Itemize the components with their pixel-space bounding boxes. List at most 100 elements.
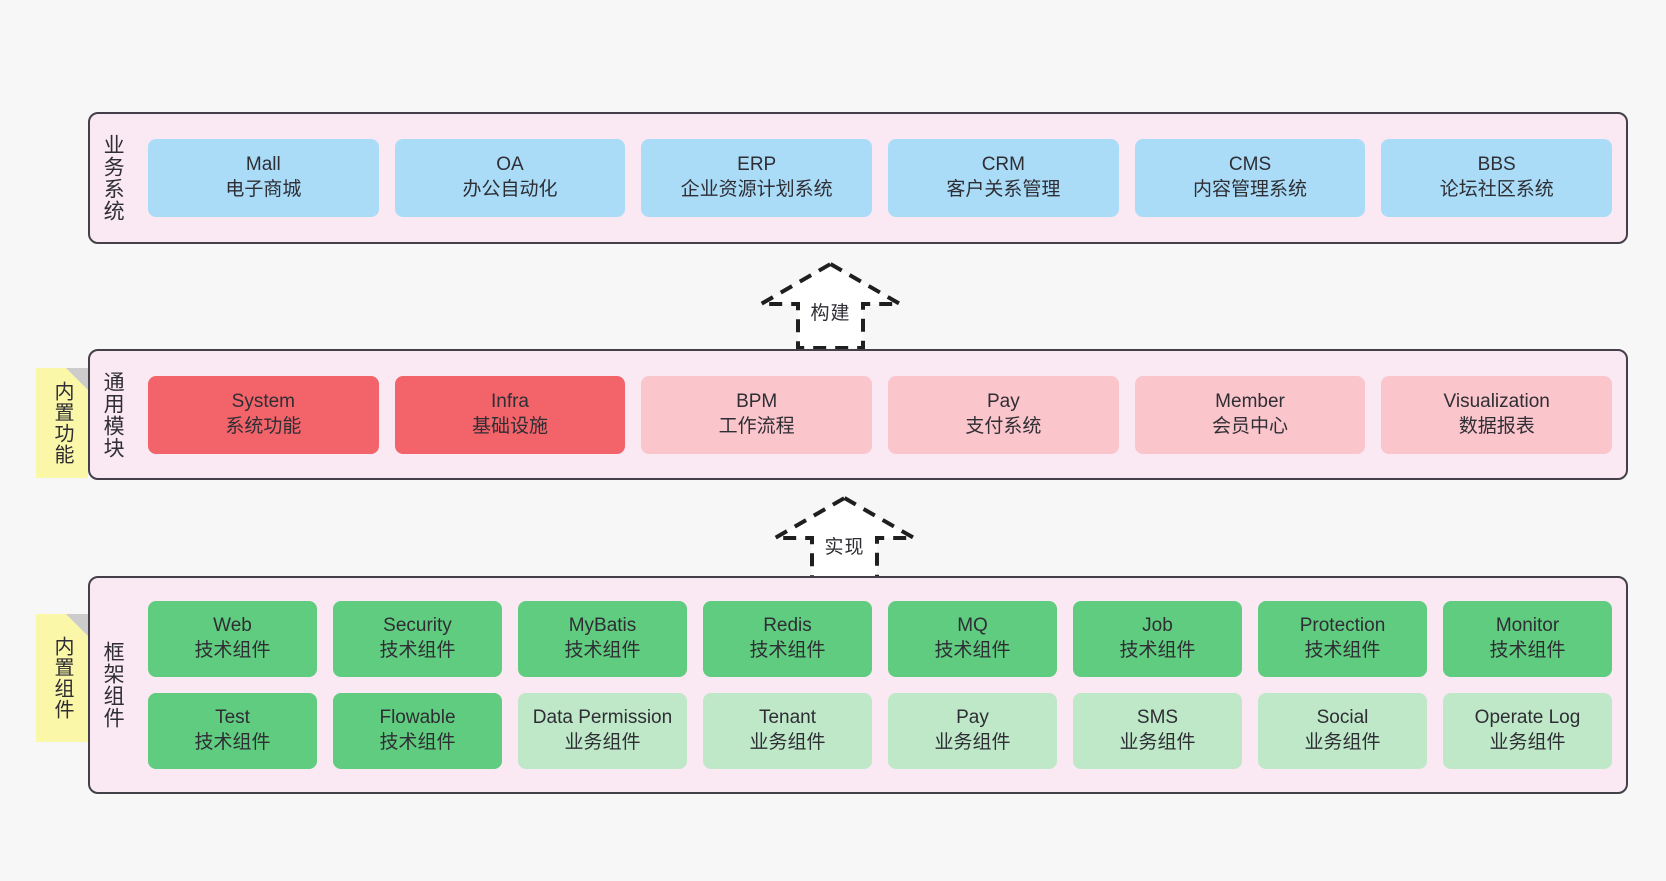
card-bbs[interactable]: BBS 论坛社区系统 (1381, 139, 1613, 217)
card-mall[interactable]: Mall 电子商城 (148, 139, 379, 217)
card-title-en: Test (215, 707, 250, 729)
layer-body-business-system: Mall 电子商城 OA 办公自动化 ERP 企业资源计划系统 CRM 客户关系管理 CMS 内容… (134, 114, 1626, 242)
card-mybatis[interactable]: MyBatis 技术组件 (518, 601, 687, 677)
card-title-en: Redis (763, 615, 812, 637)
card-title-en: Mall (245, 154, 281, 176)
card-title-cn: 技术组件 (379, 640, 456, 661)
card-redis[interactable]: Redis 技术组件 (703, 601, 872, 677)
card-title-cn: 论坛社区系统 (1439, 179, 1554, 200)
card-social[interactable]: Social 业务组件 (1258, 693, 1427, 769)
card-title-en: SMS (1136, 707, 1179, 729)
arrow-build: 构建 (748, 258, 913, 350)
card-job[interactable]: Job 技术组件 (1073, 601, 1242, 677)
card-title-en: Tenant (758, 707, 817, 729)
card-title-cn: 技术组件 (1119, 640, 1196, 661)
card-title-en: Web (213, 615, 252, 637)
card-title-cn: 支付系统 (965, 415, 1042, 437)
note-builtin-function: 内置功能 (36, 368, 88, 478)
card-cms[interactable]: CMS 内容管理系统 (1134, 139, 1366, 217)
card-sms[interactable]: SMS 业务组件 (1073, 693, 1242, 769)
card-title-cn: 会员中心 (1212, 415, 1289, 437)
card-tenant[interactable]: Tenant 业务组件 (703, 693, 872, 769)
card-title-en: Flowable (379, 707, 456, 729)
card-title-en: ERP (737, 154, 777, 176)
card-title-en: Social (1316, 707, 1369, 729)
layer-title-framework-component: 框架组件 (101, 641, 125, 729)
card-title-cn: 内容管理系统 (1193, 179, 1308, 200)
card-title-en: MQ (957, 615, 988, 637)
card-title-cn: 工作流程 (718, 415, 795, 437)
arrow-realize-label: 实现 (824, 537, 865, 558)
card-title-cn: 技术组件 (564, 640, 641, 661)
card-title-en: Operate Log (1474, 707, 1581, 729)
card-title-cn: 技术组件 (1489, 640, 1566, 661)
card-oa[interactable]: OA 办公自动化 (394, 139, 626, 217)
card-title-en: System (231, 390, 296, 412)
layer-title-common-module: 通用模块 (101, 370, 125, 459)
note-builtin-component-label: 内置组件 (51, 636, 73, 720)
card-title-cn: 技术组件 (1304, 640, 1381, 661)
card-title-en: Visualization (1443, 390, 1550, 412)
card-title-cn: 业务组件 (564, 732, 641, 753)
arrow-realize: 实现 (762, 492, 927, 584)
card-security[interactable]: Security 技术组件 (333, 601, 502, 677)
arrow-build-label: 构建 (810, 303, 851, 324)
card-erp[interactable]: ERP 企业资源计划系统 (641, 139, 873, 217)
card-title-en: Data Permission (532, 707, 673, 729)
card-title-cn: 技术组件 (379, 732, 456, 753)
card-title-en: Monitor (1495, 615, 1560, 637)
card-title-en: OA (496, 154, 524, 176)
card-bpm[interactable]: BPM 工作流程 (641, 375, 873, 454)
card-data-permission[interactable]: Data Permission 业务组件 (518, 693, 687, 769)
card-title-en: BBS (1477, 154, 1516, 176)
card-title-cn: 技术组件 (749, 640, 826, 661)
card-title-en: CMS (1228, 154, 1272, 176)
card-visualization[interactable]: Visualization 数据报表 (1381, 375, 1613, 454)
card-title-en: Pay (986, 390, 1020, 412)
card-flowable[interactable]: Flowable 技术组件 (333, 693, 502, 769)
card-member[interactable]: Member 会员中心 (1134, 375, 1366, 454)
card-title-cn: 业务组件 (1489, 732, 1566, 753)
card-title-cn: 业务组件 (1304, 732, 1381, 753)
card-monitor[interactable]: Monitor 技术组件 (1443, 601, 1612, 677)
note-builtin-function-label: 内置功能 (51, 381, 73, 465)
card-title-cn: 办公自动化 (462, 179, 558, 200)
card-title-en: Job (1142, 615, 1173, 637)
card-title-cn: 客户关系管理 (946, 179, 1061, 200)
card-title-cn: 企业资源计划系统 (680, 179, 833, 200)
card-title-cn: 数据报表 (1458, 415, 1535, 437)
card-title-cn: 基础设施 (472, 415, 549, 437)
note-fold-icon (66, 614, 88, 636)
card-title-en: MyBatis (568, 615, 637, 637)
note-builtin-component: 内置组件 (36, 614, 88, 742)
layer-title-business-system: 业务系统 (101, 134, 125, 222)
card-title-en: Member (1215, 390, 1285, 412)
card-title-cn: 系统功能 (225, 415, 302, 437)
card-system[interactable]: System 系统功能 (148, 375, 379, 454)
card-crm[interactable]: CRM 客户关系管理 (888, 139, 1119, 217)
card-title-en: Pay (956, 707, 989, 729)
card-title-cn: 业务组件 (749, 732, 826, 753)
card-title-en: BPM (736, 390, 778, 412)
card-title-en: CRM (981, 154, 1025, 176)
note-fold-icon (66, 368, 88, 390)
card-title-cn: 业务组件 (1119, 732, 1196, 753)
card-operate-log[interactable]: Operate Log 业务组件 (1443, 693, 1612, 769)
card-title-en: Security (383, 615, 452, 637)
card-title-cn: 电子商城 (225, 179, 302, 200)
card-pay[interactable]: Pay 支付系统 (888, 375, 1119, 454)
